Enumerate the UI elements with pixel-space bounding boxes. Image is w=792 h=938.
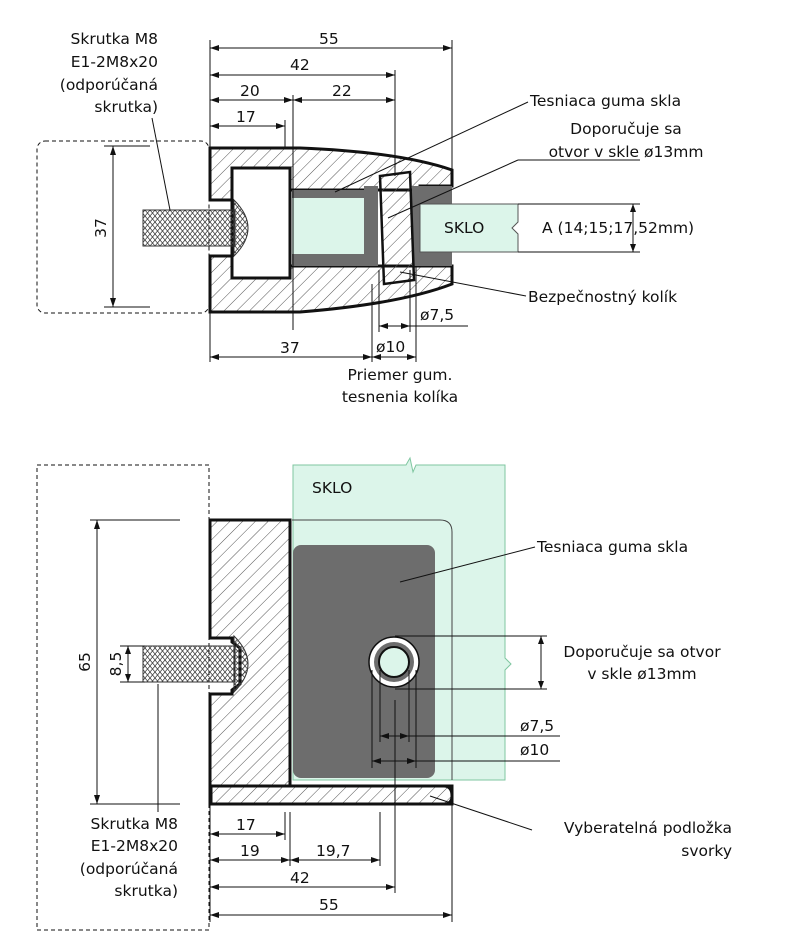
svg-text:Skrutka M8: Skrutka M8 (71, 30, 158, 48)
a-dimension-label: A (14;15;17,52mm) (542, 219, 694, 237)
bottom-glass-label: SKLO (312, 479, 352, 497)
seal-callout-top: Tesniaca guma skla (529, 92, 681, 110)
glass-outside (419, 203, 519, 253)
dim-65-text: 65 (76, 652, 94, 672)
svg-text:otvor v skle ø13mm: otvor v skle ø13mm (549, 143, 704, 161)
dim-22-text: 22 (332, 82, 352, 100)
dim-8-5: 8,5 (107, 645, 145, 683)
dim-10-bottom-text: ø10 (520, 741, 549, 759)
screw-top (142, 198, 249, 258)
svg-text:svorky: svorky (681, 842, 732, 860)
svg-text:Skrutka M8: Skrutka M8 (91, 815, 178, 833)
dim-42-text: 42 (290, 56, 310, 74)
pin-callout: Bezpečnostný kolík (528, 288, 677, 306)
dim-55-bottom-text: 55 (319, 896, 339, 914)
top-section-view: 37 SKLO A (14;15;17,52mm) (36, 30, 704, 406)
dim-19-text: 19 (240, 842, 260, 860)
rubber-bottom (292, 254, 364, 266)
top-bottom-dims: 37 ø7,5 ø10 (209, 266, 468, 362)
svg-text:v skle ø13mm: v skle ø13mm (587, 665, 696, 683)
svg-text:Vyberatelná podložka: Vyberatelná podložka (564, 819, 732, 837)
dim-37-horizontal-text: 37 (280, 339, 300, 357)
svg-text:tesnenia kolíka: tesnenia kolíka (342, 388, 458, 406)
seal-callout-bottom: Tesniaca guma skla (536, 538, 688, 556)
svg-text:skrutka): skrutka) (114, 882, 178, 900)
dim-37-vertical-text: 37 (92, 218, 110, 238)
bottom-horizontal-dims: 17 19 19,7 42 55 (209, 700, 453, 922)
bottom-callouts: Tesniaca guma skla Doporučuje sa otvor v… (399, 538, 732, 860)
dim-19-7-text: 19,7 (316, 842, 351, 860)
screw-bottom (142, 634, 249, 694)
dim-10-text: ø10 (376, 338, 405, 356)
dim-8-5-text: 8,5 (107, 652, 125, 677)
svg-text:Priemer gum.: Priemer gum. (348, 366, 453, 384)
top-screw-label: Skrutka M8 E1-2M8x20 (odporúčaná skrutka… (60, 30, 171, 211)
dim-a: A (14;15;17,52mm) (518, 203, 694, 253)
glass-inside (292, 198, 364, 254)
dim-37-vertical: 37 (92, 145, 150, 308)
svg-text:(odporúčaná: (odporúčaná (80, 860, 178, 878)
dim-7-5-text: ø7,5 (420, 306, 454, 324)
dim-20-text: 20 (240, 82, 260, 100)
dim-42-bottom-text: 42 (290, 869, 310, 887)
bottom-front-view: SKLO ø7,5 ø10 (36, 456, 732, 931)
svg-text:skrutka): skrutka) (94, 98, 158, 116)
dim-65: 65 (76, 519, 180, 805)
svg-text:Doporučuje sa otvor: Doporučuje sa otvor (563, 643, 721, 661)
rubber-seal (293, 545, 435, 778)
dim-17-text: 17 (236, 108, 256, 126)
svg-text:(odporúčaná: (odporúčaná (60, 76, 158, 94)
top-glass-label: SKLO (444, 219, 484, 237)
safety-pin (378, 170, 416, 286)
svg-text:Doporučuje sa: Doporučuje sa (570, 120, 682, 138)
dim-7-5-bottom-text: ø7,5 (520, 717, 554, 735)
rubber-top (292, 190, 364, 198)
top-horizontal-dims: 55 42 20 22 17 (209, 30, 453, 330)
dim-55-text: 55 (319, 30, 339, 48)
pin-hole (368, 636, 420, 688)
top-callouts: Tesniaca guma skla Doporučuje sa otvor v… (334, 92, 704, 406)
svg-text:E1-2M8x20: E1-2M8x20 (71, 53, 158, 71)
wall-outline-bottom (36, 464, 210, 931)
dim-17-bottom-text: 17 (236, 816, 256, 834)
svg-text:E1-2M8x20: E1-2M8x20 (91, 837, 178, 855)
bottom-screw-label: Skrutka M8 E1-2M8x20 (odporúčaná skrutka… (80, 684, 178, 900)
